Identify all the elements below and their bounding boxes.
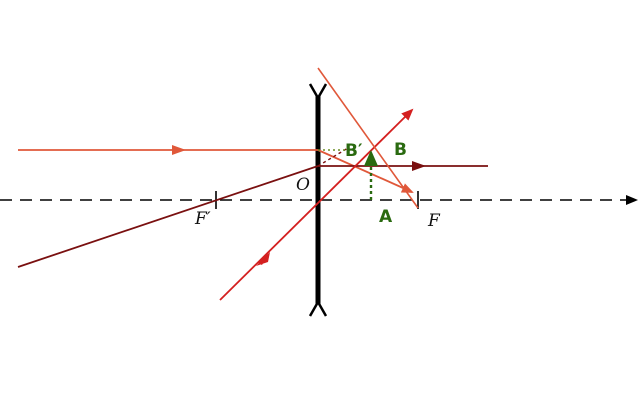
optical-center-label: O: [296, 175, 310, 195]
direction-arrow-icon: [172, 145, 186, 155]
diverging-lens: [308, 83, 328, 317]
focus-object-side-label: F′: [194, 209, 211, 229]
focal-ray: [219, 108, 414, 301]
image-top-label: B′: [345, 141, 363, 161]
object-top-label: B: [394, 140, 407, 160]
direction-arrow-icon: [412, 161, 426, 171]
focus-image-side-label: F: [427, 211, 441, 231]
object-arrow: [364, 150, 378, 200]
object-base-label: A: [379, 207, 393, 227]
diverted-ray: [317, 67, 419, 209]
direction-arrow-icon: [256, 252, 270, 266]
object-arrowhead-icon: [364, 150, 378, 166]
